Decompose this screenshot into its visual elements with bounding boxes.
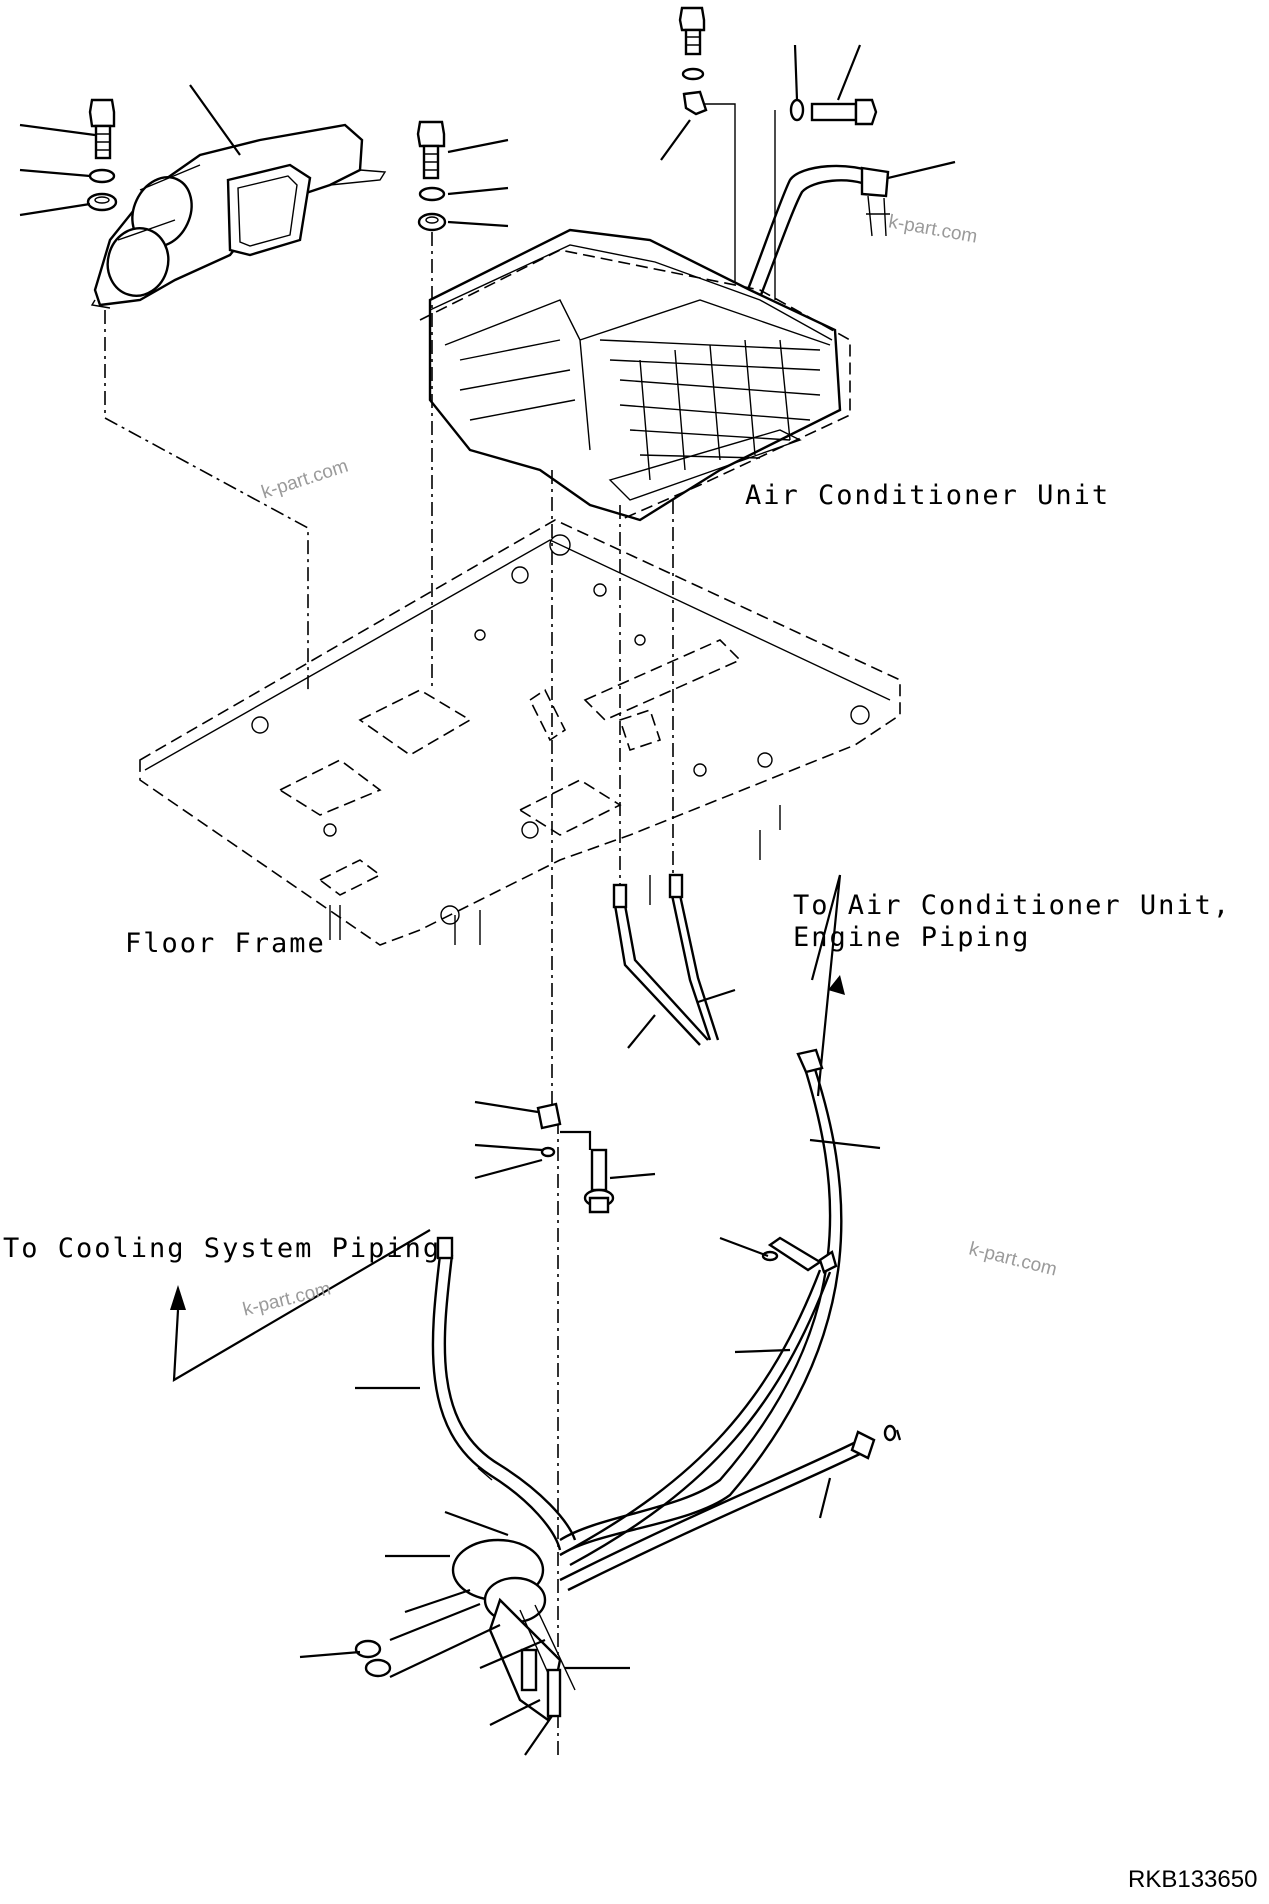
washer-icon bbox=[761, 1250, 779, 1262]
air-duct bbox=[90, 123, 387, 309]
floor-frame-label: Floor Frame bbox=[125, 928, 326, 959]
bolt-left bbox=[88, 98, 116, 160]
air-conditioner-unit bbox=[419, 228, 851, 522]
to-ac-engine-label-line2: Engine Piping bbox=[793, 922, 1031, 953]
to-cooling-system-label: To Cooling System Piping bbox=[3, 1233, 442, 1264]
hose-right bbox=[559, 1424, 897, 1592]
washer-icon bbox=[418, 186, 446, 202]
air-conditioner-unit-label: Air Conditioner Unit bbox=[745, 480, 1111, 511]
washer-icon bbox=[540, 1146, 556, 1158]
clamp-icon bbox=[536, 1102, 562, 1130]
drain-hose bbox=[738, 164, 890, 319]
clamp-icon bbox=[354, 1639, 382, 1659]
flange-bolt bbox=[583, 1148, 615, 1214]
arrow-cooling-icon bbox=[170, 1229, 431, 1382]
floor-frame bbox=[139, 519, 901, 946]
washer-icon bbox=[88, 168, 116, 184]
arrow-up-icon bbox=[810, 874, 845, 1097]
hose-long bbox=[559, 1048, 843, 1557]
clip-icon bbox=[682, 90, 708, 116]
washer-icon bbox=[681, 67, 705, 81]
hose-mid bbox=[559, 1236, 838, 1567]
bolt-horizontal bbox=[810, 98, 878, 126]
washer-icon bbox=[789, 98, 805, 122]
hose-bundle bbox=[451, 1538, 576, 1723]
bolt-top bbox=[678, 6, 706, 56]
hose-cooling bbox=[431, 1236, 577, 1551]
bolt-center bbox=[416, 120, 446, 180]
grommet-left bbox=[86, 192, 118, 212]
grommet-center bbox=[417, 212, 447, 232]
drawing-code: RKB133650 bbox=[1128, 1866, 1258, 1893]
ac-pipe-assembly bbox=[612, 873, 720, 1046]
to-ac-engine-label-line1: To Air Conditioner Unit, bbox=[793, 890, 1232, 921]
clamp-icon bbox=[364, 1658, 392, 1678]
